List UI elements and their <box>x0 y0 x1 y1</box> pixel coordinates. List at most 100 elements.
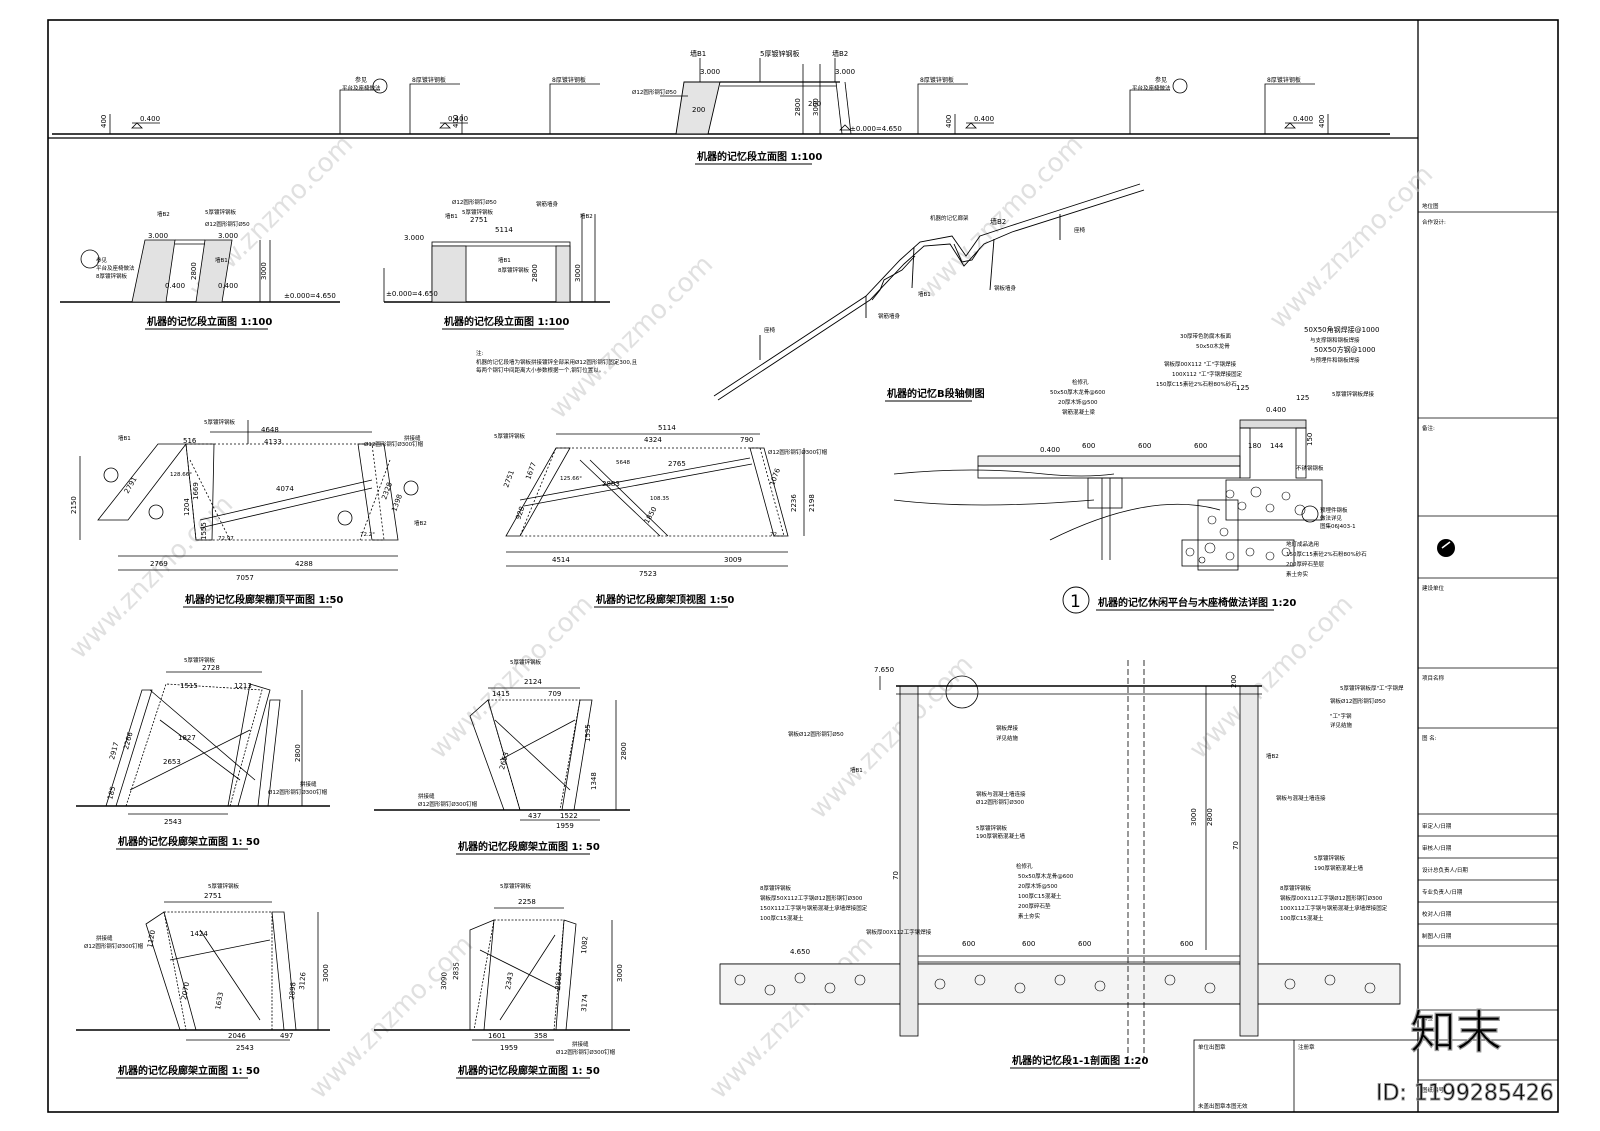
svg-text:0.400: 0.400 <box>974 115 994 123</box>
svg-text:50x50厚木龙骨@600: 50x50厚木龙骨@600 <box>1018 872 1074 880</box>
svg-text:20厚木饰@500: 20厚木饰@500 <box>1058 398 1098 406</box>
svg-text:2883: 2883 <box>602 480 620 488</box>
svg-text:5厚镀锌钢板: 5厚镀锌钢板 <box>204 418 235 426</box>
watermark-text-8: www.znzmo.com <box>1184 590 1359 765</box>
svg-text:709: 709 <box>548 690 561 698</box>
svg-text:Ø12圆形钢钉Ø300钉帽: Ø12圆形钢钉Ø300钉帽 <box>418 800 478 808</box>
svg-text:190厚钢筋混凝土墙: 190厚钢筋混凝土墙 <box>976 832 1025 840</box>
svg-text:200: 200 <box>692 106 705 114</box>
svg-text:2150: 2150 <box>70 496 78 514</box>
svg-text:144: 144 <box>1270 442 1284 450</box>
svg-text:30厚带色防腐木板面: 30厚带色防腐木板面 <box>1180 332 1231 340</box>
seal-invalid-note: 未盖出图章本图无效 <box>1198 1102 1248 1110</box>
svg-text:8厚镀锌钢板: 8厚镀锌钢板 <box>498 266 529 274</box>
svg-text:设计总负责人/日期: 设计总负责人/日期 <box>1422 866 1468 874</box>
svg-text:座椅: 座椅 <box>1074 226 1086 234</box>
seal-right-label: 注册章 <box>1298 1043 1315 1051</box>
svg-text:497: 497 <box>280 1032 293 1040</box>
svg-text:5厚镀锌钢板: 5厚镀锌钢板 <box>976 824 1007 832</box>
svg-text:1959: 1959 <box>556 822 574 830</box>
svg-text:墙B2: 墙B2 <box>832 49 848 58</box>
section-text: 墙B1 钢板Ø12圆形钢钉Ø50 钢板焊接 详见结施 钢板与混凝土墙连接 Ø12… <box>760 666 1404 956</box>
svg-text:2898: 2898 <box>288 982 298 1000</box>
svg-text:参见: 参见 <box>355 76 367 84</box>
svg-text:20厚木饰@500: 20厚木饰@500 <box>1018 882 1058 890</box>
title-canopy-plan: 机器的记忆段廊架棚顶平面图 1:50 <box>185 593 343 606</box>
svg-text:Ø12圆形钢钉Ø300钉帽: Ø12圆形钢钉Ø300钉帽 <box>268 788 328 796</box>
svg-text:0.400: 0.400 <box>218 282 238 290</box>
title-main-elevation: 机器的记忆段立面图 1:100 <box>697 150 822 163</box>
svg-text:4648: 4648 <box>261 426 279 434</box>
svg-text:建设单位: 建设单位 <box>1422 584 1445 592</box>
id-watermark: ID: 1199285426 <box>1376 1081 1554 1106</box>
svg-text:墙B1: 墙B1 <box>445 212 458 220</box>
svg-text:50x50木龙骨: 50x50木龙骨 <box>1196 342 1230 350</box>
section-stones <box>734 972 1376 996</box>
svg-text:Ø12圆形钢钉Ø300钉帽: Ø12圆形钢钉Ø300钉帽 <box>364 440 424 448</box>
drawing-border <box>47 19 1559 1113</box>
svg-text:墙B2: 墙B2 <box>990 217 1006 226</box>
svg-text:2543: 2543 <box>236 1044 254 1052</box>
svg-text:1535: 1535 <box>584 724 592 742</box>
svg-text:1959: 1959 <box>500 1044 518 1052</box>
frame-elevation-2-text: 2124 1415 709 2663 1348 1535 437 1522 19… <box>418 658 628 830</box>
svg-text:2070: 2070 <box>180 981 191 1000</box>
svg-text:125: 125 <box>1296 394 1309 402</box>
svg-text:不锈钢钢板: 不锈钢钢板 <box>1296 464 1324 472</box>
svg-text:墙B2: 墙B2 <box>414 519 427 527</box>
svg-text:50x50厚木龙骨@600: 50x50厚木龙骨@600 <box>1050 388 1106 396</box>
svg-text:5厚镀锌钢板: 5厚镀锌钢板 <box>500 882 531 890</box>
svg-text:200厚碎石垫层: 200厚碎石垫层 <box>1286 560 1324 568</box>
svg-text:1415: 1415 <box>492 690 510 698</box>
svg-text:校对人/日期: 校对人/日期 <box>1422 910 1452 918</box>
title-canopy-top: 机器的记忆段廊架顶视图 1:50 <box>596 593 734 606</box>
detail-ref-circle <box>1301 505 1319 523</box>
detail-number: 1 <box>1070 592 1081 612</box>
svg-text:1601: 1601 <box>488 1032 506 1040</box>
svg-text:400: 400 <box>1318 115 1326 128</box>
svg-text:3.000: 3.000 <box>404 234 424 242</box>
svg-text:2236: 2236 <box>790 494 798 512</box>
svg-text:1522: 1522 <box>560 812 578 820</box>
seal-left-label: 单位出图章 <box>1198 1043 1226 1051</box>
svg-text:100厚C15混凝土: 100厚C15混凝土 <box>760 914 804 922</box>
svg-text:5厚镀锌钢板: 5厚镀锌钢板 <box>462 208 493 216</box>
svg-text:3000: 3000 <box>260 262 268 280</box>
svg-text:1424: 1424 <box>190 930 208 938</box>
svg-text:素土夯实: 素土夯实 <box>1286 570 1309 578</box>
svg-text:0.400: 0.400 <box>1293 115 1313 123</box>
title-axonometric: 机器的记忆B段轴侧图 <box>887 387 985 400</box>
svg-text:600: 600 <box>1138 442 1151 450</box>
svg-text:600: 600 <box>1180 940 1193 948</box>
axonometric-view <box>713 183 1145 401</box>
svg-text:图 名:: 图 名: <box>1422 734 1437 742</box>
svg-text:0.400: 0.400 <box>448 115 468 123</box>
svg-text:3009: 3009 <box>724 556 742 564</box>
title-block <box>1418 211 1558 1081</box>
title-block-text: 地位图 合作设计: 备注: 建设单位 项目名称 图 名: 审定人/日期 审核人/… <box>1422 202 1468 1094</box>
svg-text:墙B1: 墙B1 <box>918 290 931 298</box>
svg-text:拼接缝: 拼接缝 <box>404 434 421 442</box>
svg-text:5厚镀锌钢板: 5厚镀锌钢板 <box>760 49 799 58</box>
svg-text:600: 600 <box>1082 442 1095 450</box>
svg-text:做法详见: 做法详见 <box>1320 514 1343 522</box>
svg-text:1555: 1555 <box>200 522 208 540</box>
svg-text:72.2°: 72.2° <box>360 532 375 538</box>
svg-text:审核人/日期: 审核人/日期 <box>1422 844 1452 852</box>
svg-text:钢板厚00X112工字钢焊接: 钢板厚00X112工字钢焊接 <box>866 928 932 936</box>
svg-text:钢板Ø12圆形钢钉Ø50: 钢板Ø12圆形钢钉Ø50 <box>788 730 844 738</box>
main-elevation <box>52 58 1390 135</box>
svg-text:1348: 1348 <box>590 772 598 790</box>
svg-text:3000: 3000 <box>574 264 582 282</box>
svg-text:1827: 1827 <box>178 734 196 742</box>
svg-text:2728: 2728 <box>202 664 220 672</box>
svg-text:与支撑钢和钢板焊接: 与支撑钢和钢板焊接 <box>1310 336 1360 344</box>
svg-text:5厚镀锌钢板: 5厚镀锌钢板 <box>205 208 236 216</box>
svg-text:50X50方钢@1000: 50X50方钢@1000 <box>1314 345 1375 354</box>
svg-text:7057: 7057 <box>236 574 254 582</box>
svg-text:Ø12圆形钢钉Ø300: Ø12圆形钢钉Ø300 <box>976 798 1025 806</box>
svg-text:墙B2: 墙B2 <box>157 210 170 218</box>
title-platform-detail: 机器的记忆休闲平台与木座椅做法详图 1:20 <box>1098 596 1296 609</box>
svg-text:150厚C15素砼2%石粉80%砂石: 150厚C15素砼2%石粉80%砂石 <box>1156 380 1237 388</box>
svg-text:358: 358 <box>534 1032 547 1040</box>
